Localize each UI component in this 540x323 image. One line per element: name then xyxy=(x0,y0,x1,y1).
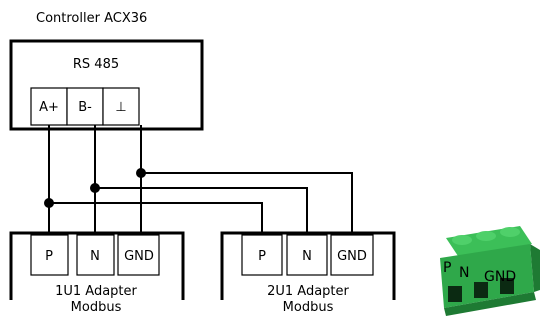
connector-label-n: N xyxy=(459,265,469,281)
adapter-1-terminal-gnd-label: GND xyxy=(124,249,154,264)
connector-side xyxy=(530,244,540,292)
junction-dot xyxy=(44,198,54,208)
controller-title: Controller ACX36 xyxy=(36,11,147,26)
controller-box: RS 485 A+ B- ⊥ xyxy=(9,39,204,131)
adapter-2-terminal-p-label: P xyxy=(258,249,266,264)
connector-hole xyxy=(500,278,514,294)
rs485-label: RS 485 xyxy=(73,57,119,72)
terminal-ground xyxy=(102,87,140,126)
connector-screw xyxy=(476,231,496,241)
junction-dots xyxy=(44,168,146,208)
adapter-1-name: 1U1 Adapter xyxy=(55,284,137,299)
adapter-2: P N GND 2U1 Adapter Modbus xyxy=(220,231,396,315)
wire-b-minus-branch xyxy=(95,187,308,233)
connector-label-gnd: GND xyxy=(484,269,516,285)
adapter-2-name: 2U1 Adapter xyxy=(267,284,349,299)
terminal-b-minus xyxy=(66,87,104,126)
green-connector-image: P N GND xyxy=(440,226,540,316)
connector-screw xyxy=(452,235,472,245)
adapter-1-terminal-p xyxy=(30,234,69,276)
adapter-1-terminal-n xyxy=(76,234,115,276)
connector-hole xyxy=(474,282,488,298)
terminal-a-plus-label: A+ xyxy=(39,100,59,115)
wire-ground-branch xyxy=(141,172,353,233)
terminal-ground-label: ⊥ xyxy=(115,100,126,115)
adapter-1-terminal-gnd xyxy=(117,234,160,276)
adapter-1-protocol: Modbus xyxy=(71,300,122,315)
junction-dot xyxy=(136,168,146,178)
adapter-1: P N GND 1U1 Adapter Modbus xyxy=(9,231,185,315)
wires xyxy=(48,125,353,233)
connector-screw xyxy=(500,227,520,237)
wire-a-plus-branch xyxy=(49,202,263,233)
adapter-2-terminal-p xyxy=(241,234,283,276)
adapter-2-terminal-gnd xyxy=(330,234,374,276)
connector-hole xyxy=(448,286,462,302)
adapter-2-terminal-gnd-label: GND xyxy=(337,249,367,264)
adapter-2-terminal-n xyxy=(286,234,328,276)
connector-label-p: P xyxy=(443,260,451,276)
adapter-2-protocol: Modbus xyxy=(283,300,334,315)
adapter-1-terminal-p-label: P xyxy=(45,249,53,264)
junction-dot xyxy=(90,183,100,193)
connector-bottom xyxy=(444,292,536,316)
adapter-2-terminal-n-label: N xyxy=(302,249,312,264)
terminal-a-plus xyxy=(30,87,68,126)
terminal-b-minus-label: B- xyxy=(78,100,92,115)
adapter-1-terminal-n-label: N xyxy=(90,249,100,264)
